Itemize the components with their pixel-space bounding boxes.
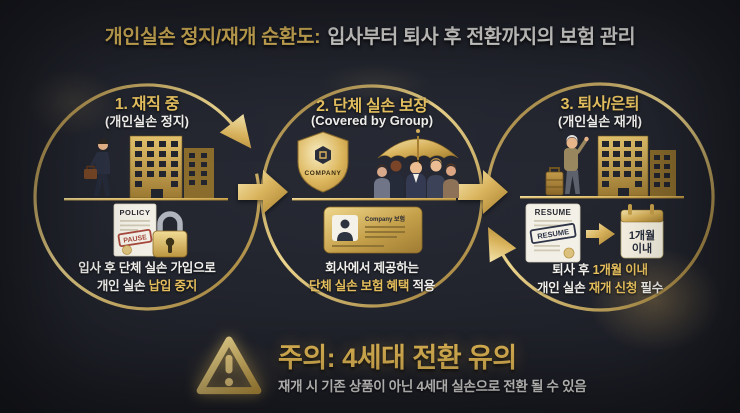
step1-scene: [64, 135, 228, 201]
step2-icons: Company 보험: [323, 206, 423, 254]
company-shield-icon: COMPANY: [297, 131, 349, 193]
group-people-icon: [374, 158, 459, 198]
step1-icons: POLICY PAUSE: [113, 203, 188, 258]
step2-subheading: (Covered by Group): [310, 113, 434, 128]
step3-heading: 3. 퇴사/은퇴: [560, 96, 640, 113]
page-title: 개인실손 정지/재개 순환도: 입사부터 퇴사 후 전환까지의 보험 관리: [0, 20, 740, 49]
calendar-icon: 1개월 이내: [620, 204, 664, 259]
ground-line: [64, 198, 228, 201]
arrow-right-icon: [586, 223, 615, 245]
ground-line: [292, 198, 456, 201]
flow-arrow-step1-step2-icon: [238, 170, 288, 214]
step2-caption: 회사에서 제공하는 단체 실손 보험 혜택 적용: [308, 261, 436, 293]
svg-text:PAUSE: PAUSE: [123, 234, 148, 245]
resume-stamp-icon: RESUME: [529, 223, 577, 244]
office-building-icon: [597, 135, 676, 197]
cycle-ring-step1: [33, 83, 261, 311]
warning-heading: 주의: 4세대 전환 유의: [278, 343, 517, 373]
resume-document-icon: RESUME RESUME: [525, 203, 581, 263]
ring1-arrowhead-icon: [219, 114, 252, 149]
step1-subheading: (개인실손 정지): [104, 114, 190, 129]
svg-text:Company 보험: Company 보험: [365, 215, 405, 223]
cycle-return-arrow-icon: [487, 227, 517, 263]
cycle-ring-step3: [485, 82, 715, 312]
step2-heading: 2. 단체 실손 보장: [316, 98, 428, 115]
step3-subheading: (개인실손 재개): [557, 114, 643, 129]
retiree-icon: [545, 135, 589, 196]
step3-caption: 퇴사 후 1개월 이내 개인 실손 재개 신청 필수: [536, 263, 664, 295]
svg-text:이내: 이내: [632, 241, 652, 255]
suitcase-icon: [545, 167, 564, 196]
svg-text:RESUME: RESUME: [535, 208, 572, 217]
pause-stamp-icon: PAUSE: [117, 228, 153, 248]
title-highlight: 개인실손 정지/재개 순환도:: [104, 26, 321, 48]
svg-text:COMPANY: COMPANY: [305, 170, 342, 177]
padlock-icon: [152, 211, 188, 258]
step3-icons: RESUME RESUME 1개월 이내: [525, 203, 664, 263]
office-building-icon: [129, 135, 214, 199]
warning-body: 재개 시 기존 상품이 아닌 4세대 실손으로 전환 될 수 있음: [278, 379, 587, 394]
businessman-icon: [84, 139, 111, 196]
title-rest: 입사부터 퇴사 후 전환까지의 보험 관리: [327, 26, 636, 48]
ground-line: [520, 196, 684, 199]
umbrella-icon: [377, 129, 459, 164]
step1-caption: 입사 후 단체 실손 가입으로 개인 실손 납입 중지: [78, 261, 216, 293]
warning-triangle-icon: [196, 336, 262, 395]
insurance-id-card-icon: Company 보험: [323, 206, 423, 254]
step3-scene: [520, 135, 684, 199]
svg-text:POLICY: POLICY: [120, 208, 151, 217]
step1-heading: 1. 재직 중: [114, 96, 180, 113]
step2-scene: COMPANY: [292, 129, 459, 201]
flow-arrow-step2-step3-icon: [458, 170, 508, 214]
svg-text:1개월: 1개월: [629, 228, 655, 242]
policy-document-icon: POLICY PAUSE: [113, 203, 157, 257]
